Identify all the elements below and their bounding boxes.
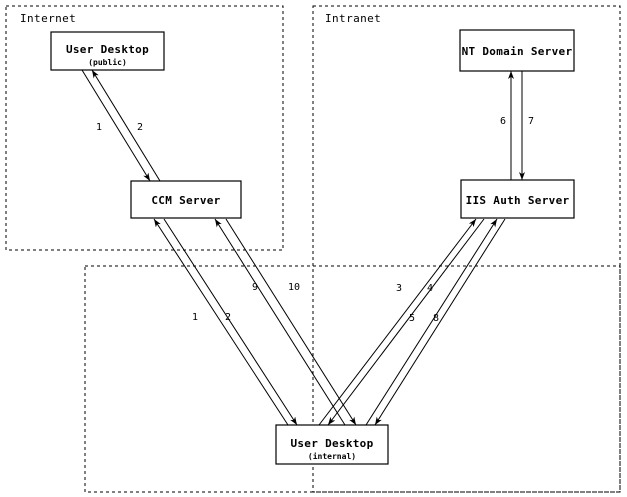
flow-3 xyxy=(318,218,477,426)
flow-4 xyxy=(327,218,485,426)
edge-labels: 1 2 6 7 9 10 1 2 3 4 5 8 xyxy=(96,116,534,324)
flow-10-line xyxy=(225,218,357,426)
edge-label-step-8: 8 xyxy=(433,313,439,324)
zone-label-intranet: Intranet xyxy=(325,12,381,25)
edge-label-step-5: 5 xyxy=(409,313,415,324)
flow-internal-1-line xyxy=(153,218,289,426)
node-nt-domain-server-box[interactable] xyxy=(459,29,575,72)
flow-internal-2-line xyxy=(163,218,298,426)
edge-label-step-1-public: 1 xyxy=(96,122,102,133)
flow-5-line xyxy=(365,218,498,426)
node-iis-auth-server[interactable]: IIS Auth Server xyxy=(460,179,575,219)
flow-internal-1 xyxy=(153,218,289,426)
zone-internal-box xyxy=(84,265,621,493)
flow-public-2 xyxy=(91,69,161,182)
node-nt-domain-server[interactable]: NT Domain Server xyxy=(459,29,575,72)
edge-label-step-2-internal: 2 xyxy=(225,312,231,323)
node-user-desktop-public[interactable]: User Desktop (public) xyxy=(50,31,165,71)
edge-label-step-9: 9 xyxy=(252,282,258,293)
flow-public-2-line xyxy=(91,69,161,182)
node-user-desktop-internal-box[interactable] xyxy=(275,424,389,465)
flow-internal-2 xyxy=(163,218,298,426)
node-nt-domain-server-title: NT Domain Server xyxy=(462,45,573,58)
zone-internet-box xyxy=(5,5,284,251)
flow-8 xyxy=(374,218,506,426)
flow-10 xyxy=(225,218,357,426)
flow-9-line xyxy=(214,218,346,426)
flow-8-line xyxy=(374,218,506,426)
node-ccm-server-box[interactable] xyxy=(130,180,242,219)
flow-9 xyxy=(214,218,346,426)
flow-public-1 xyxy=(81,69,151,182)
edge-label-step-4: 4 xyxy=(427,283,433,294)
edge-label-step-2-public: 2 xyxy=(137,122,143,133)
edge-label-step-7: 7 xyxy=(528,116,534,127)
node-user-desktop-public-subtitle: (public) xyxy=(88,57,127,67)
node-iis-auth-server-box[interactable] xyxy=(460,179,575,219)
node-user-desktop-internal[interactable]: User Desktop (internal) xyxy=(275,424,389,465)
node-iis-auth-server-title: IIS Auth Server xyxy=(466,194,570,207)
edge-label-step-6: 6 xyxy=(500,116,506,127)
node-ccm-server-title: CCM Server xyxy=(151,194,220,207)
zone-boundaries xyxy=(5,5,621,493)
flow-3-line xyxy=(318,218,477,426)
zone-label-internet: Internet xyxy=(20,12,76,25)
zone-intranet-box xyxy=(312,5,621,493)
edge-label-step-10: 10 xyxy=(288,282,300,293)
flow-4-line xyxy=(327,218,485,426)
flow-5 xyxy=(365,218,498,426)
node-user-desktop-internal-subtitle: (internal) xyxy=(308,451,356,461)
flow-public-1-line xyxy=(81,69,151,182)
node-user-desktop-internal-title: User Desktop xyxy=(290,437,373,450)
edge-label-step-1-internal: 1 xyxy=(192,312,198,323)
node-user-desktop-public-title: User Desktop xyxy=(66,43,149,56)
node-ccm-server[interactable]: CCM Server xyxy=(130,180,242,219)
edge-label-step-3: 3 xyxy=(396,283,402,294)
node-user-desktop-public-box[interactable] xyxy=(50,31,165,71)
